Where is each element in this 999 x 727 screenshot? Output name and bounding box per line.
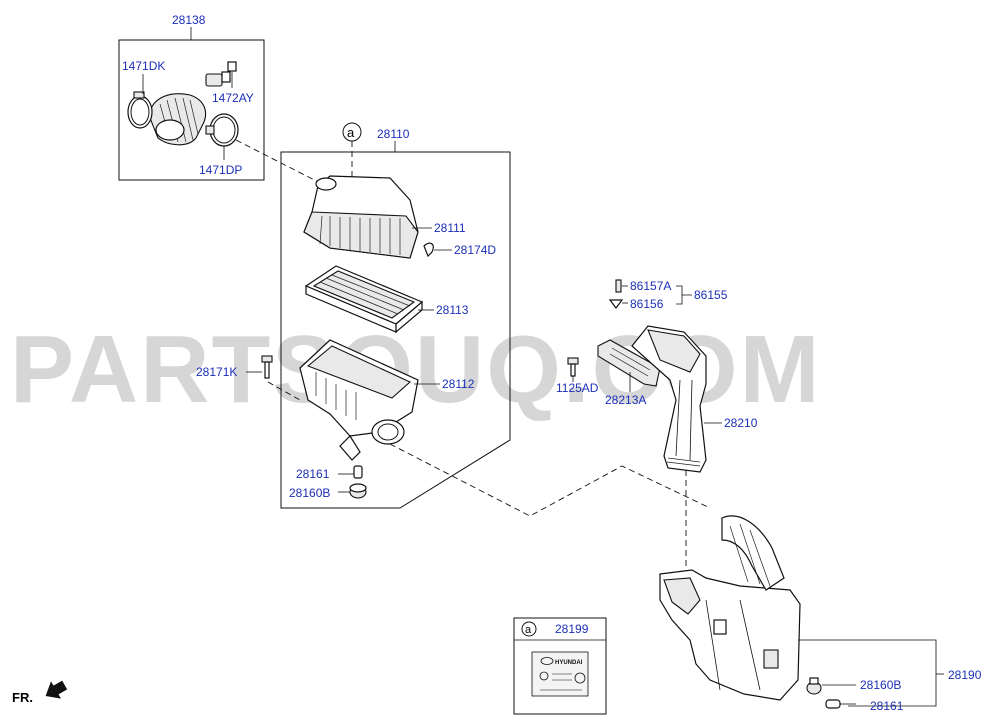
sensor-1472AY[interactable]: [205, 61, 237, 87]
sticker-brand: HYUNDAI: [555, 660, 583, 666]
label-28110[interactable]: 28110: [377, 127, 410, 141]
clip-86156[interactable]: [608, 299, 624, 309]
intake-hose[interactable]: [149, 93, 207, 146]
label-28161-top[interactable]: 28161: [296, 467, 330, 481]
mount-28160B-bottom[interactable]: [806, 677, 822, 695]
frame-28138: [118, 39, 265, 181]
label-1472AY[interactable]: 1472AY: [212, 91, 254, 105]
grommet-28161-bottom[interactable]: [825, 699, 841, 709]
label-86155[interactable]: 86155: [694, 288, 728, 302]
label-86156[interactable]: 86156: [630, 297, 664, 311]
clamp-1471DK[interactable]: [127, 91, 153, 129]
front-arrow-icon: [45, 680, 68, 699]
label-28190[interactable]: 28190: [948, 668, 982, 682]
callout-a-letter: a: [347, 125, 355, 140]
sticker-symbol-icon: [574, 672, 586, 684]
label-1471DK[interactable]: 1471DK: [122, 59, 165, 73]
label-28138[interactable]: 28138: [172, 13, 206, 27]
warning-sticker[interactable]: HYUNDAI: [531, 651, 589, 697]
hyundai-logo-icon: [540, 657, 554, 665]
label-28171K[interactable]: 28171K: [196, 365, 237, 379]
label-1125AD[interactable]: 1125AD: [556, 381, 599, 395]
sticker-symbol-icon: [539, 671, 549, 681]
lower-case-28112[interactable]: [299, 339, 419, 461]
label-28112[interactable]: 28112: [442, 377, 475, 391]
clip-28174D[interactable]: [423, 242, 434, 258]
pin-86157A[interactable]: [615, 279, 622, 293]
bolt-28171K[interactable]: [261, 355, 273, 379]
label-28161-bottom[interactable]: 28161: [870, 699, 904, 713]
label-28174D[interactable]: 28174D: [454, 243, 496, 257]
upper-cover-28111[interactable]: [303, 175, 419, 259]
label-28113[interactable]: 28113: [436, 303, 469, 317]
resonator-28190[interactable]: [659, 515, 801, 701]
label-1471DP[interactable]: 1471DP: [199, 163, 242, 177]
bracket-28213A[interactable]: [597, 339, 661, 387]
intake-duct-28210[interactable]: [631, 325, 707, 473]
label-28210[interactable]: 28210: [724, 416, 758, 430]
label-28213A[interactable]: 28213A: [605, 393, 646, 407]
label-28111[interactable]: 28111: [434, 221, 466, 235]
filter-element-28113[interactable]: [304, 265, 424, 334]
grommet-28161-top[interactable]: [353, 465, 363, 479]
callout-a-box-letter: a: [525, 624, 532, 636]
label-28199[interactable]: 28199: [555, 622, 589, 636]
clamp-1471DP[interactable]: [205, 113, 239, 147]
callout-a-box: [521, 621, 537, 637]
label-28160B-bottom[interactable]: 28160B: [860, 678, 901, 692]
frame-28199: [513, 617, 607, 715]
label-86157A[interactable]: 86157A: [630, 279, 671, 293]
frame-28110: [280, 151, 511, 509]
mount-28160B-top[interactable]: [349, 483, 367, 499]
front-direction-label: FR.: [12, 690, 33, 705]
label-28160B-top[interactable]: 28160B: [289, 486, 330, 500]
